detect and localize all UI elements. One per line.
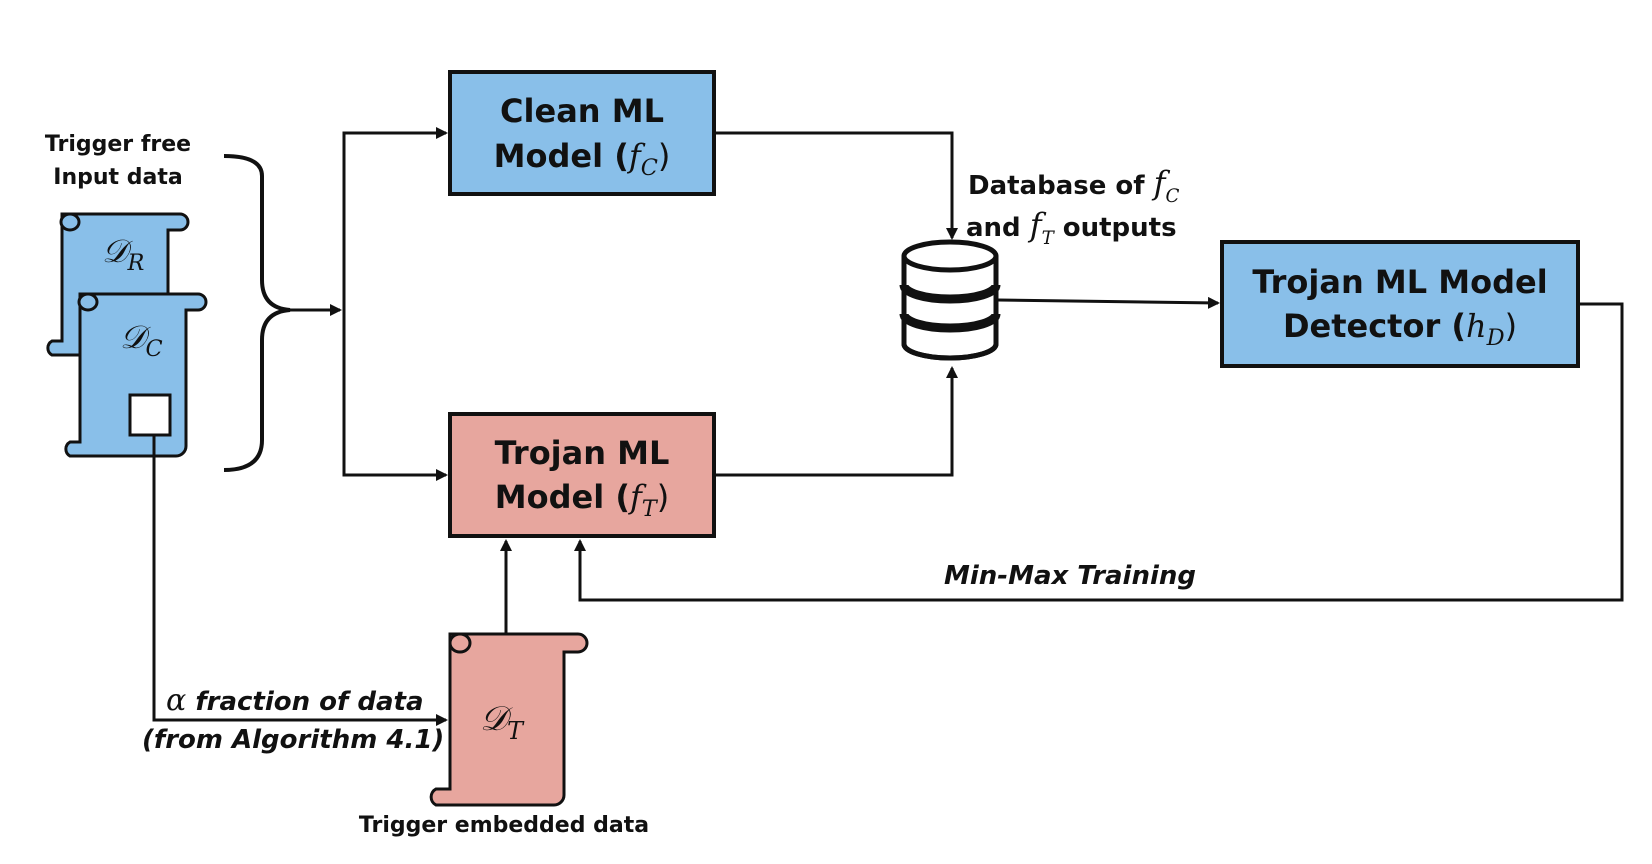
clean-model-line2: Model (fC) [494,137,671,181]
minmax-label: Min-Max Training [944,561,1196,591]
clean-model-box [448,70,716,196]
dc-scroll-icon [64,292,208,458]
database-label-line1: Database of fC [968,164,1180,207]
database-label-line2: and fT outputs [966,206,1177,249]
minmax-feedback-arrow [574,302,1624,602]
database-icon [899,239,1001,361]
trojan-model-line1: Trojan ML [495,434,670,472]
trojan-to-db-arrow [714,366,958,477]
clean-model-line1: Clean ML [500,92,664,130]
alpha-label-line2: (from Algorithm 4.1) [142,725,444,755]
trigger-free-label-line2: Input data [53,165,182,190]
alpha-fraction-arrow [152,435,448,726]
clean-to-db-arrow [714,131,958,240]
input-brace [223,154,291,472]
dt-scroll-icon [429,632,589,807]
dc-symbol: 𝒟C [120,318,163,362]
split-to-trojan-arrow [342,310,448,481]
trigger-embedded-caption: Trigger embedded data [359,813,649,838]
split-to-clean-arrow [342,127,448,310]
db-to-detector-arrow [997,296,1220,309]
trigger-free-label-line1: Trigger free [45,132,191,157]
trojan-model-box [448,412,716,538]
detector-line1: Trojan ML Model [1252,263,1547,301]
alpha-label-line1: α fraction of data [166,683,424,718]
detector-box [1220,240,1580,368]
detector-line2: Detector (hD) [1283,307,1517,351]
